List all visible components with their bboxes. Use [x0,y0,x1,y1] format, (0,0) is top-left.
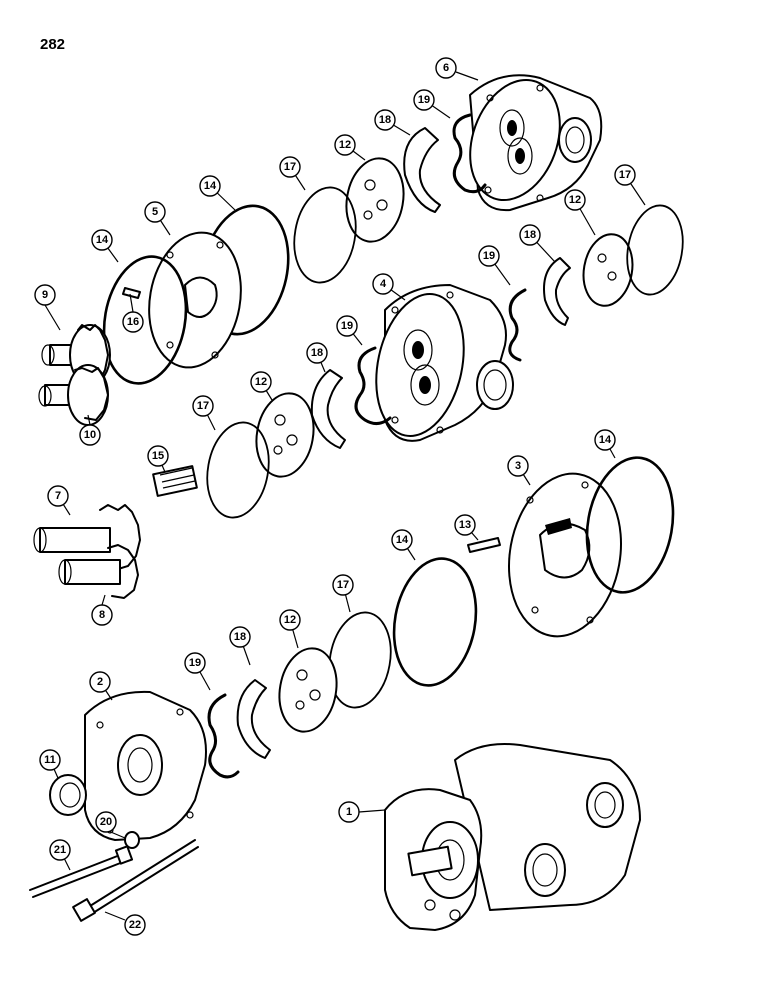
callout-19: 19 [184,652,206,674]
svg-text:2: 2 [97,676,103,688]
svg-text:18: 18 [379,114,391,126]
callout-16: 16 [122,311,144,333]
svg-text:7: 7 [55,490,61,502]
svg-text:12: 12 [339,139,351,151]
callout-19: 19 [478,245,500,267]
callout-14: 14 [594,429,616,451]
svg-text:17: 17 [619,169,631,181]
svg-text:14: 14 [599,434,612,446]
svg-text:14: 14 [204,180,217,192]
svg-text:12: 12 [284,614,296,626]
svg-text:12: 12 [255,376,267,388]
callout-12: 12 [250,371,272,393]
svg-text:5: 5 [152,206,158,218]
svg-text:15: 15 [152,450,164,462]
callout-1: 1 [338,801,360,823]
part-gears-small [38,324,111,426]
callout-14: 14 [91,229,113,251]
svg-text:9: 9 [42,289,48,301]
part-front-cover [84,690,207,841]
callout-10: 10 [79,424,101,446]
svg-text:18: 18 [234,631,246,643]
part-bearing-plate-upper [148,231,242,369]
svg-text:10: 10 [84,429,96,441]
callout-19: 19 [413,89,435,111]
svg-text:20: 20 [100,816,112,828]
callout-15: 15 [147,445,169,467]
part-roller-bearing [152,465,198,497]
svg-text:8: 8 [99,609,105,621]
svg-text:19: 19 [189,657,201,669]
svg-text:21: 21 [54,844,66,856]
callout-19: 19 [336,315,358,337]
callout-14: 14 [199,175,221,197]
callout-12: 12 [564,189,586,211]
page-number: 282 [40,36,66,53]
part-bolt-long [29,845,134,898]
svg-text:6: 6 [443,62,449,74]
part-gears-drive [33,504,141,599]
svg-text:4: 4 [380,278,387,290]
svg-text:14: 14 [396,534,409,546]
callout-7: 7 [47,485,69,507]
callout-18: 18 [229,626,251,648]
callout-12: 12 [279,609,301,631]
callout-5: 5 [144,201,166,223]
svg-text:1: 1 [346,806,352,818]
callout-17: 17 [614,164,636,186]
svg-text:17: 17 [337,579,349,591]
callout-11: 11 [39,749,61,771]
callout-12: 12 [334,134,356,156]
part-rear-housing [469,74,603,212]
callout-8: 8 [91,604,113,626]
callout-21: 21 [49,839,71,861]
callout-20: 20 [95,811,117,833]
part-bearing-plate-lower [507,472,623,638]
svg-text:17: 17 [197,400,209,412]
svg-text:19: 19 [341,320,353,332]
svg-text:22: 22 [129,919,141,931]
svg-text:12: 12 [569,194,581,206]
svg-text:19: 19 [483,250,495,262]
part-bolt-short [72,839,199,922]
svg-text:11: 11 [44,754,56,766]
callout-17: 17 [279,156,301,178]
svg-text:13: 13 [459,519,471,531]
svg-text:19: 19 [418,94,430,106]
callout-18: 18 [519,224,541,246]
callout-4: 4 [372,273,394,295]
callout-22: 22 [124,914,146,936]
svg-text:3: 3 [515,460,521,472]
callout-3: 3 [507,455,529,477]
callout-2: 2 [89,671,111,693]
svg-text:17: 17 [284,161,296,173]
callout-6: 6 [435,57,457,79]
callout-14: 14 [391,529,413,551]
callout-17: 17 [192,395,214,417]
part-assembled-pump [384,743,641,931]
callout-9: 9 [34,284,56,306]
svg-text:16: 16 [127,316,139,328]
svg-text:18: 18 [524,229,536,241]
callout-17: 17 [332,574,354,596]
callout-18: 18 [374,109,396,131]
svg-text:18: 18 [311,347,323,359]
svg-text:14: 14 [96,234,109,246]
part-center-body [375,284,514,442]
callout-18: 18 [306,342,328,364]
callout-13: 13 [454,514,476,536]
